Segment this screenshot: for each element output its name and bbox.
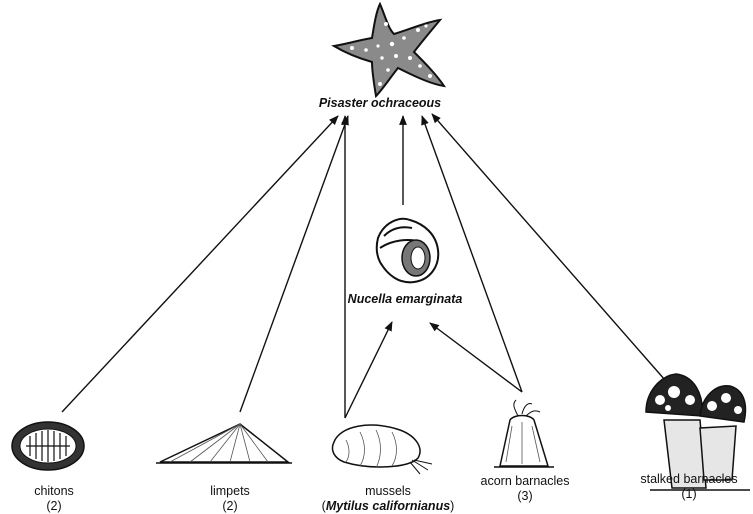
nucella-label: Nucella emarginata bbox=[330, 292, 480, 307]
mussels-name: mussels bbox=[318, 484, 458, 499]
arrow-limpets-to-pisaster bbox=[240, 116, 348, 412]
stalked-note: (1) bbox=[630, 487, 748, 502]
acorn-label: acorn barnacles (3) bbox=[470, 474, 580, 504]
whelk-icon bbox=[377, 219, 439, 283]
sea-star-icon bbox=[334, 4, 444, 96]
acorn-name: acorn barnacles bbox=[470, 474, 580, 489]
arrow-chitons-to-pisaster bbox=[62, 116, 338, 412]
chitons-label: chitons (2) bbox=[14, 484, 94, 514]
chitons-name: chitons bbox=[14, 484, 94, 499]
stalked-name: stalked barnacles bbox=[630, 472, 748, 487]
limpets-name: limpets bbox=[190, 484, 270, 499]
chiton-icon bbox=[12, 422, 84, 470]
arrow-mussels-to-nucella bbox=[345, 322, 392, 418]
mussels-note-species: Mytilus californianus bbox=[326, 499, 450, 513]
acorn-note: (3) bbox=[470, 489, 580, 504]
mussels-label: mussels (Mytilus californianus) bbox=[318, 484, 458, 514]
mussels-note-close: ) bbox=[450, 499, 454, 513]
mussel-icon bbox=[332, 425, 432, 474]
stalked-label: stalked barnacles (1) bbox=[630, 472, 748, 502]
arrows bbox=[62, 114, 665, 418]
arrow-stalked-to-pisaster bbox=[432, 114, 665, 380]
pisaster-label: Pisaster ochraceous bbox=[300, 96, 460, 111]
limpets-label: limpets (2) bbox=[190, 484, 270, 514]
arrow-acorn-to-nucella bbox=[430, 323, 522, 392]
limpet-icon bbox=[156, 424, 292, 463]
acorn-barnacle-icon bbox=[494, 400, 554, 467]
